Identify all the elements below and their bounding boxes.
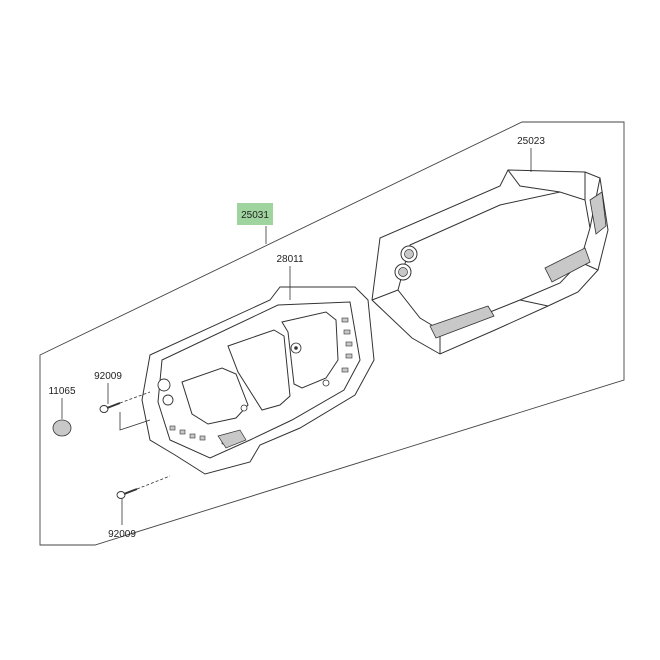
meter-cover-25023[interactable] <box>371 169 609 355</box>
leader-lines <box>61 148 532 525</box>
label-11065[interactable]: 11065 <box>48 386 76 397</box>
meter-case-28011[interactable] <box>141 286 375 475</box>
cap-11065[interactable] <box>52 419 72 437</box>
case-indicator-ring <box>290 342 302 354</box>
screw-lower-shank <box>123 488 138 495</box>
screw-lower-head <box>116 491 126 499</box>
case-window-center <box>227 329 291 411</box>
cover-hole-upper-inner <box>404 249 414 259</box>
label-25031[interactable]: 25031 <box>241 210 269 221</box>
case-connectors-right <box>341 317 353 373</box>
case-rim <box>157 301 361 459</box>
assembly-frame <box>39 121 625 546</box>
cover-lower-slot <box>544 247 591 283</box>
assembly-label-highlight <box>237 203 273 225</box>
case-screw-hole <box>240 404 248 412</box>
case-screw-hole-2 <box>322 379 330 387</box>
cover-hole-lower-inner <box>398 267 408 277</box>
cover-bottom-slot <box>429 305 495 339</box>
label-92009-lower[interactable]: 92009 <box>108 529 136 540</box>
label-25023[interactable]: 25023 <box>517 136 545 147</box>
screw-lower-92009[interactable] <box>116 488 138 499</box>
label-92009-upper[interactable]: 92009 <box>94 371 122 382</box>
label-28011[interactable]: 28011 <box>276 254 304 265</box>
screw-upper-head <box>99 405 109 413</box>
screw-upper-shank <box>106 402 121 409</box>
cover-side-slot <box>589 191 607 235</box>
case-indicator-dot <box>294 346 298 350</box>
case-window-right <box>281 311 339 389</box>
case-knob-left <box>157 378 171 392</box>
screw-upper-92009[interactable] <box>99 402 121 413</box>
case-knob-left-2 <box>162 394 174 406</box>
case-board <box>217 429 247 449</box>
case-window-left <box>181 367 249 425</box>
